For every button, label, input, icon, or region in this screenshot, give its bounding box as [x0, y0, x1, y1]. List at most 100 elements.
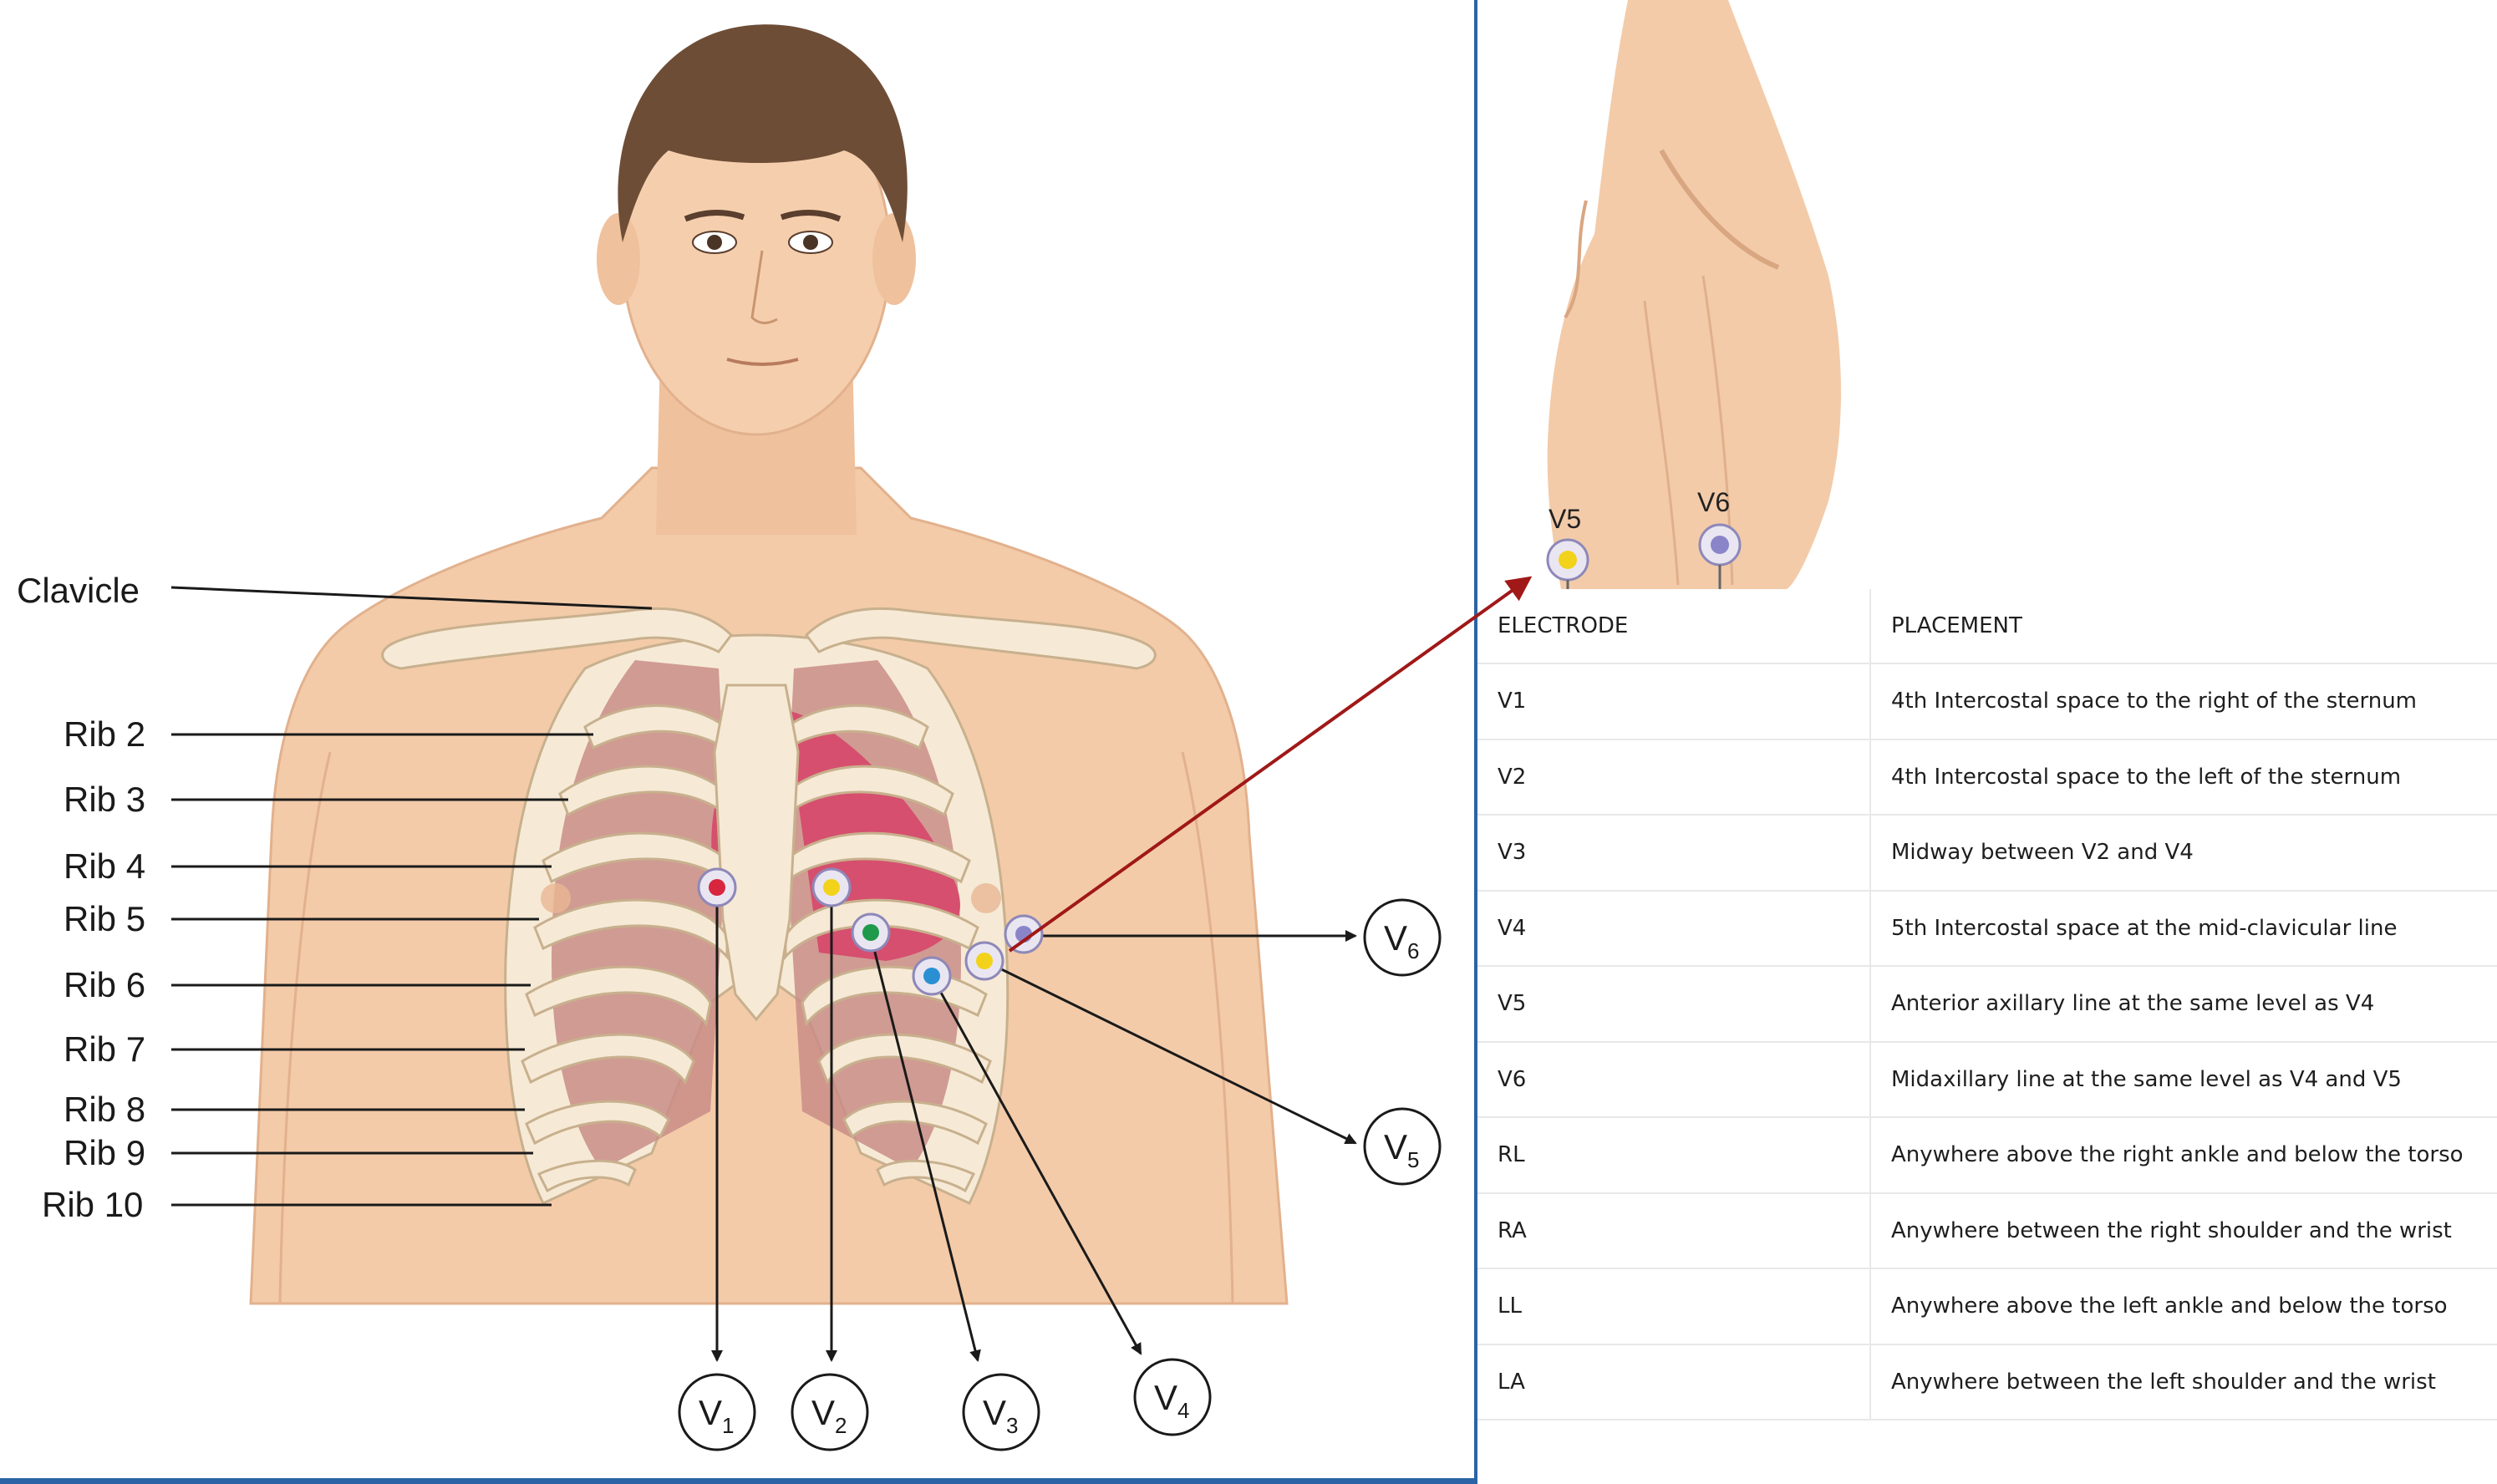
lead-v3-sub: 3: [1006, 1413, 1018, 1438]
inset-v5-label: V5: [1549, 504, 1581, 534]
table-cell-placement: 5th Intercostal space at the mid-clavicu…: [1870, 890, 2497, 967]
table-cell-placement: Anywhere between the right shoulder and …: [1870, 1192, 2497, 1269]
table-cell-electrode: V6: [1477, 1041, 1871, 1118]
svg-text:V4: V4: [1154, 1378, 1189, 1423]
lead-v4-main: V: [1154, 1378, 1177, 1417]
right-arm-line: [278, 751, 332, 1304]
svg-text:V2: V2: [811, 1393, 847, 1438]
lead-v3-main: V: [983, 1393, 1006, 1432]
lead-v3: V3: [962, 1373, 1040, 1451]
mouth: [726, 358, 799, 366]
lead-v6-main: V: [1384, 918, 1407, 958]
table-cell-placement: Anterior axillary line at the same level…: [1870, 966, 2497, 1043]
panel-bottom-border: [0, 1478, 1477, 1484]
lead-v1: V1: [678, 1373, 756, 1451]
rib-2-label: Rib 2: [64, 714, 145, 754]
body-line-1: [1643, 300, 1680, 586]
table-header-placement: PLACEMENT: [1870, 589, 2497, 664]
hair: [618, 24, 908, 242]
lead-v1-sub: 1: [722, 1413, 734, 1438]
inset-electrode-v6-center: [1711, 536, 1729, 554]
table-cell-electrode: LL: [1477, 1268, 1871, 1345]
table-cell-electrode: RA: [1477, 1192, 1871, 1269]
right-nipple: [541, 883, 571, 913]
lead-v1-main: V: [699, 1393, 722, 1432]
lead-v2: V2: [791, 1373, 869, 1451]
sternum: [713, 684, 800, 1022]
chest-illustration: Clavicle Rib 2 Rib 3 Rib 4 Rib 5 Rib 6 R…: [17, 24, 1442, 1451]
left-nipple: [971, 883, 1001, 913]
table-cell-electrode: RL: [1477, 1117, 1871, 1194]
table-cell-placement: 4th Intercostal space to the left of the…: [1870, 739, 2497, 816]
table-cell-placement: Anywhere above the right ankle and below…: [1870, 1117, 2497, 1194]
lead-v6: V6: [1363, 898, 1442, 977]
table-cell-placement: Midaxillary line at the same level as V4…: [1870, 1041, 2497, 1118]
table-cell-electrode: LA: [1477, 1344, 1871, 1420]
lead-v5-sub: 5: [1407, 1147, 1419, 1172]
table-header-row: ELECTRODE PLACEMENT: [1477, 589, 2497, 664]
electrode-v2: [811, 867, 852, 907]
left-ear: [872, 213, 916, 305]
right-ear: [597, 213, 640, 305]
right-eyebrow: [684, 209, 745, 222]
electrode-v3: [851, 912, 891, 953]
svg-text:V1: V1: [699, 1393, 734, 1438]
rib-5-label: Rib 5: [64, 899, 145, 938]
electrode-v1: [697, 867, 737, 907]
table-cell-placement: Anywhere above the left ankle and below …: [1870, 1268, 2497, 1345]
table-cell-placement: 4th Intercostal space to the right of th…: [1870, 663, 2497, 740]
clavicle-leader: [170, 586, 653, 610]
left-iris: [803, 235, 818, 250]
svg-text:V3: V3: [983, 1393, 1018, 1438]
table-cell-electrode: V4: [1477, 890, 1871, 967]
svg-text:V5: V5: [1384, 1127, 1419, 1172]
clavicle-label: Clavicle: [17, 571, 140, 610]
chest-contour: [1564, 200, 1588, 319]
rib-7-label: Rib 7: [64, 1029, 145, 1069]
inset-electrode-v5-center: [1559, 551, 1577, 569]
rib-8-label: Rib 8: [64, 1090, 145, 1129]
rib-6-label: Rib 6: [64, 965, 145, 1004]
table-cell-electrode: V1: [1477, 663, 1871, 740]
table-cell-electrode: V2: [1477, 739, 1871, 816]
chest-illustration-panel: Clavicle Rib 2 Rib 3 Rib 4 Rib 5 Rib 6 R…: [17, 24, 1442, 1451]
rib-10-label: Rib 10: [42, 1185, 143, 1224]
table-header-electrode: ELECTRODE: [1477, 589, 1871, 664]
lead-v4: V4: [1133, 1358, 1212, 1436]
v3-arrow: [869, 935, 981, 1362]
table-cell-placement: Anywhere between the left shoulder and t…: [1870, 1344, 2497, 1420]
lead-v6-sub: 6: [1407, 938, 1419, 963]
raised-arm: [1547, 0, 1841, 589]
rib-3-label: Rib 3: [64, 780, 145, 819]
table-cell-electrode: V3: [1477, 815, 1871, 892]
lead-v5-main: V: [1384, 1127, 1407, 1166]
lead-v2-sub: 2: [835, 1413, 847, 1438]
inset-v6-label: V6: [1697, 487, 1730, 517]
side-view-inset: V5 V6: [1546, 0, 1841, 589]
rib-4-label: Rib 4: [64, 846, 145, 886]
left-eyebrow: [780, 209, 842, 222]
rib-9-label: Rib 9: [64, 1133, 145, 1172]
electrode-v5: [964, 941, 1004, 981]
armpit-shadow: [1659, 149, 1780, 270]
electrode-v4: [912, 956, 952, 996]
v4-arrow: [930, 975, 1142, 1355]
nose: [750, 250, 778, 324]
lead-v4-sub: 4: [1177, 1398, 1189, 1423]
lead-v5: V5: [1363, 1107, 1442, 1186]
right-clavicle: [381, 607, 733, 670]
lead-v2-main: V: [811, 1393, 835, 1432]
table-cell-electrode: V5: [1477, 966, 1871, 1043]
table-cell-placement: Midway between V2 and V4: [1870, 815, 2497, 892]
right-iris: [707, 235, 722, 250]
